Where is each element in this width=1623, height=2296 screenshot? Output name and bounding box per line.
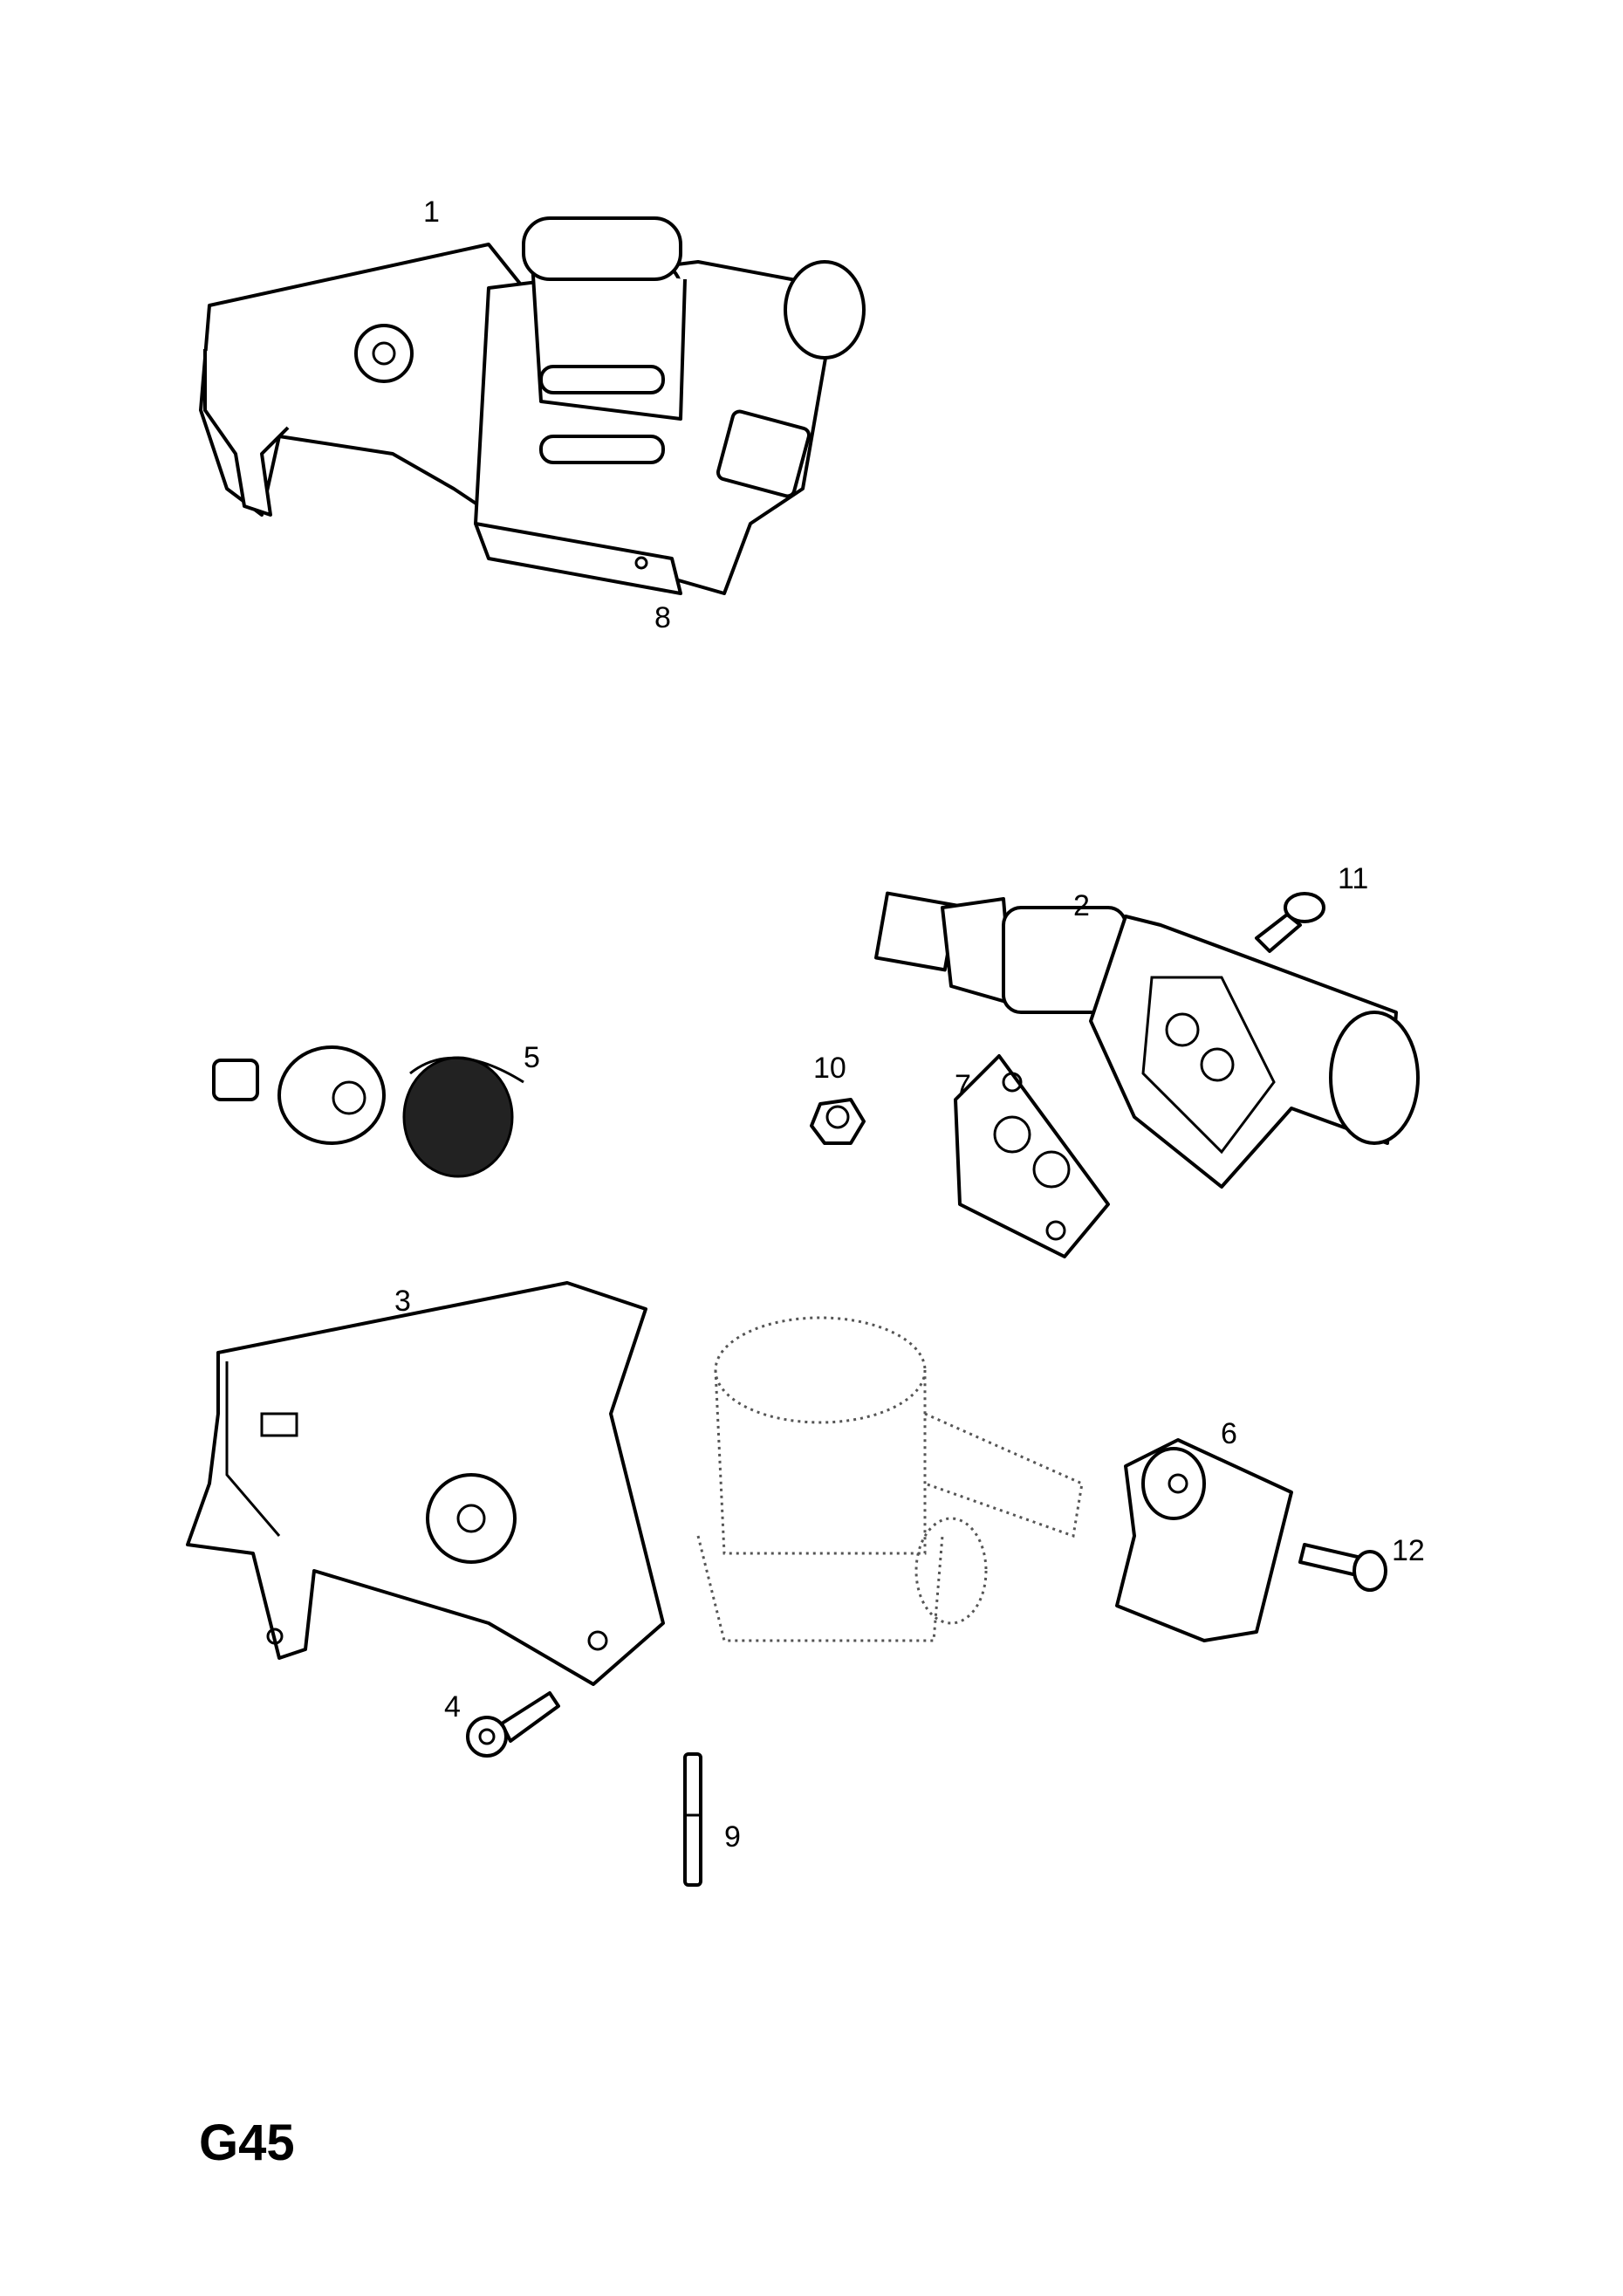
nut-10 xyxy=(810,1098,866,1145)
callout-2: 2 xyxy=(1073,889,1090,922)
callout-5: 5 xyxy=(524,1041,540,1074)
callout-7: 7 xyxy=(955,1069,971,1102)
callout-12: 12 xyxy=(1392,1534,1425,1567)
throttle-body-assembly xyxy=(199,216,866,595)
bolt-4 xyxy=(466,1691,560,1758)
callout-9: 9 xyxy=(724,1820,741,1854)
idle-air-control-valve xyxy=(874,891,1420,1189)
callout-4: 4 xyxy=(444,1690,461,1724)
spring-assembly-5 xyxy=(212,1045,524,1178)
screw-12 xyxy=(1298,1543,1387,1592)
page-code: G45 xyxy=(199,2114,295,2171)
bracket-3 xyxy=(186,1281,665,1686)
callout-10: 10 xyxy=(813,1052,846,1085)
throttle-body-outline xyxy=(696,1316,1084,1642)
callout-3: 3 xyxy=(394,1285,411,1318)
screw-11 xyxy=(1255,892,1325,953)
callout-6: 6 xyxy=(1221,1417,1237,1450)
stud-9 xyxy=(683,1752,702,1887)
gasket-7 xyxy=(954,1054,1110,1258)
callout-8: 8 xyxy=(654,601,671,634)
callout-1: 1 xyxy=(423,195,440,229)
callout-11: 11 xyxy=(1338,862,1368,895)
throttle-position-sensor-6 xyxy=(1115,1438,1293,1642)
